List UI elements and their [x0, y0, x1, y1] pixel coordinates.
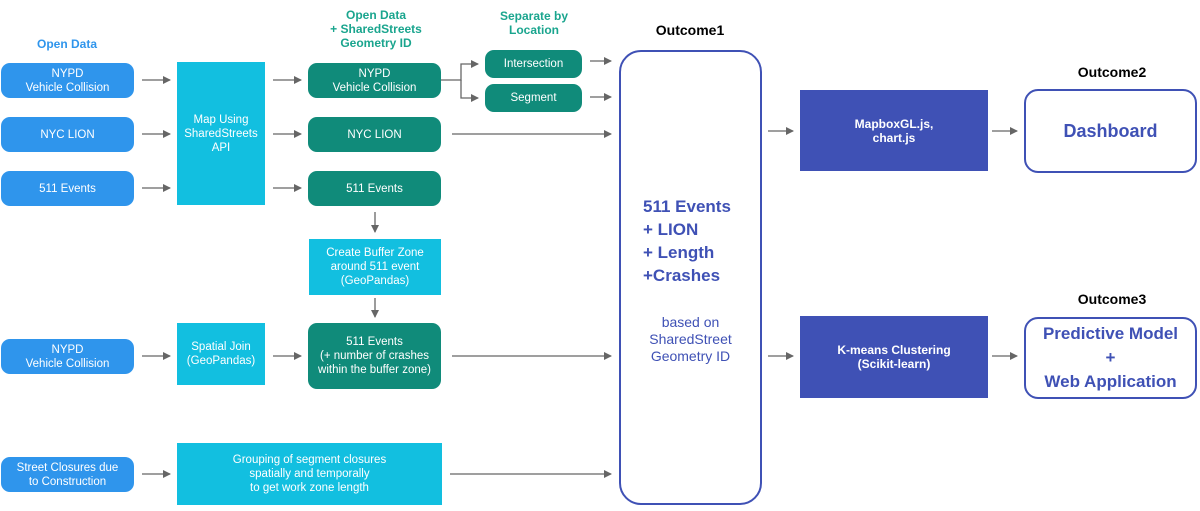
- result-dashboard: Dashboard: [1024, 89, 1197, 173]
- location-intersection: Intersection: [485, 50, 582, 78]
- header-separate-by-location: Separate by Location: [499, 9, 569, 37]
- process-map-using-sharedstreets: Map Using SharedStreets API: [177, 62, 265, 205]
- process-create-buffer-zone: Create Buffer Zone around 511 event (Geo…: [309, 239, 441, 295]
- tool-mapbox-chartjs: MapboxGL.js, chart.js: [800, 90, 988, 171]
- header-outcome2: Outcome2: [1077, 64, 1147, 80]
- process-grouping-segment-closures: Grouping of segment closures spatially a…: [177, 443, 442, 505]
- mapped-511-events-crashes: 511 Events (+ number of crashes within t…: [308, 323, 441, 389]
- arrow-split-segment: [460, 80, 479, 102]
- source-nypd-vehicle-collision-2: NYPD Vehicle Collision: [1, 339, 134, 374]
- arrow-split-intersection: [441, 60, 479, 81]
- location-segment: Segment: [485, 84, 582, 112]
- source-nypd-vehicle-collision: NYPD Vehicle Collision: [1, 63, 134, 98]
- header-outcome1: Outcome1: [655, 22, 725, 38]
- result-predictive-model: Predictive Model + Web Application: [1024, 317, 1197, 399]
- outcome1-subtitle: based on SharedStreet Geometry ID: [649, 314, 732, 364]
- header-open-data: Open Data: [36, 37, 97, 51]
- header-open-data-sharedstreets: Open Data + SharedStreets Geometry ID: [330, 8, 422, 50]
- source-street-closures: Street Closures due to Construction: [1, 457, 134, 492]
- mapped-511-events: 511 Events: [308, 171, 441, 206]
- tool-kmeans-clustering: K-means Clustering (Scikit-learn): [800, 316, 988, 398]
- mapped-nyc-lion: NYC LION: [308, 117, 441, 152]
- source-nyc-lion: NYC LION: [1, 117, 134, 152]
- header-outcome3: Outcome3: [1077, 291, 1147, 307]
- mapped-nypd-vehicle-collision: NYPD Vehicle Collision: [308, 63, 441, 98]
- process-spatial-join: Spatial Join (GeoPandas): [177, 323, 265, 385]
- outcome1-box: 511 Events + LION + Length +Crashes base…: [619, 50, 762, 505]
- outcome1-title: 511 Events + LION + Length +Crashes: [643, 197, 731, 285]
- source-511-events: 511 Events: [1, 171, 134, 206]
